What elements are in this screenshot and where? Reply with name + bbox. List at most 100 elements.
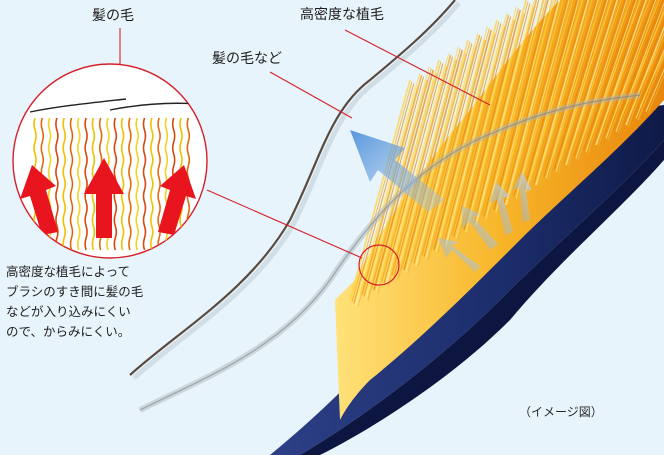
bristle-strand (461, 8, 519, 229)
bristle-strand (391, 54, 452, 276)
bristle-strand (379, 59, 440, 281)
bristle-strand (611, 0, 662, 129)
bristle-strand (389, 53, 450, 274)
bristle-strand (473, 3, 531, 224)
magnified-bristle (142, 117, 147, 251)
bristle-strand (359, 73, 421, 294)
bristle-strand (349, 79, 411, 301)
bristle-strand (601, 0, 653, 136)
bristle-strand (639, 52, 664, 107)
label-dense-bristles: 高密度な植毛 (300, 7, 384, 23)
bristle-strand (545, 0, 599, 179)
bristle-strand (591, 0, 643, 142)
bristle-strand (593, 0, 645, 144)
hair-strand-light-inner (139, 94, 641, 411)
bristle-strand (463, 9, 521, 231)
bristle-strand (421, 34, 481, 256)
bristle-strand (403, 49, 463, 271)
bristle-strand (435, 31, 494, 252)
bristle-strand (555, 0, 609, 172)
bristle-strand (583, 0, 636, 151)
bristle-strand (415, 44, 475, 266)
bristle-strand (457, 19, 516, 241)
bristle-strand (481, 0, 538, 216)
bristle-strand (483, 0, 540, 217)
bristle-strand (455, 18, 513, 239)
bristle-strand (451, 14, 510, 236)
bristle-strand (589, 0, 642, 141)
bristle-strand (485, 0, 542, 219)
bristle-strand (565, 0, 619, 166)
bristle-strand (503, 0, 559, 204)
bristle-strand (599, 0, 651, 134)
magnified-bristle (128, 117, 132, 251)
bristle-strand (603, 0, 655, 137)
bristle-strand (539, 0, 593, 174)
bristle-strand (409, 39, 469, 261)
bristle-strand (515, 0, 570, 199)
bristle-strand (439, 19, 498, 241)
bristle-strand (429, 26, 488, 247)
bristle-strand (395, 58, 455, 279)
detail-circle-small (358, 244, 400, 286)
bristle-strand (437, 33, 496, 254)
bristle-strand (413, 43, 473, 264)
bristle-strand (645, 68, 664, 112)
magnified-bristle (55, 117, 59, 251)
bristle-strand (459, 6, 517, 227)
bristle-strand (447, 26, 506, 247)
bristle-strand (491, 0, 547, 209)
bristle-strand (469, 0, 527, 221)
hair-strand-dark-highlight (132, 1, 461, 380)
bristle-strand (361, 74, 423, 296)
bristle-strand (629, 32, 664, 114)
bristle-strand (411, 41, 471, 262)
bristle-strand (573, 0, 626, 157)
bristle-strand (509, 0, 564, 194)
bristle-strand (467, 13, 525, 234)
bristle-strand (619, 10, 664, 121)
bristle-strand (495, 0, 551, 212)
bristle-strand (465, 11, 523, 232)
bristle-strand (609, 0, 660, 127)
label-hair: 髪の毛 (92, 8, 134, 24)
bristle-strand (571, 0, 624, 156)
magnified-bristle (69, 117, 74, 251)
description-line: ので、からみにくい。 (6, 324, 131, 339)
bristle-strand (367, 79, 429, 301)
bristle-strand (581, 0, 634, 149)
image-note: （イメージ図） (519, 405, 603, 419)
bristle-strand (365, 78, 426, 299)
magnified-bristle (84, 117, 88, 251)
magnified-bristle (62, 117, 66, 251)
magnified-bristle (135, 117, 139, 251)
blue-arrow (350, 130, 445, 212)
bristle-strand (443, 23, 502, 244)
bristle-strand (623, 21, 664, 124)
description-line: 高密度な植毛によって (6, 264, 131, 279)
label-hair-etc: 髪の毛など (212, 51, 282, 67)
bristle-strand (425, 38, 484, 259)
bristle-strand (549, 0, 603, 167)
bristle-strand (525, 0, 580, 192)
bristle-strand (351, 81, 413, 302)
description-text: 高密度な植毛によって ブラシのすき間に髪の毛 などが入り込みにくい ので、からみ… (6, 262, 143, 342)
bristle-strand (441, 21, 500, 242)
bristle-strand (561, 0, 614, 162)
bristle-strand (641, 57, 664, 109)
grey-arrows (438, 172, 532, 272)
bristle-strand (423, 36, 483, 257)
magnified-bristle (157, 117, 161, 251)
bristle-strand (569, 0, 622, 154)
bristle-strand (385, 64, 446, 286)
magnified-bristle (120, 117, 125, 251)
bristle-strand (477, 6, 535, 227)
bristle-strand (535, 0, 590, 186)
bristle-strand (523, 0, 578, 191)
bristle-strand (613, 0, 664, 131)
bristle-strand (511, 0, 567, 196)
bristle-strand (501, 0, 557, 202)
magnified-hair-left (29, 98, 127, 113)
bristle-strand (531, 0, 586, 182)
